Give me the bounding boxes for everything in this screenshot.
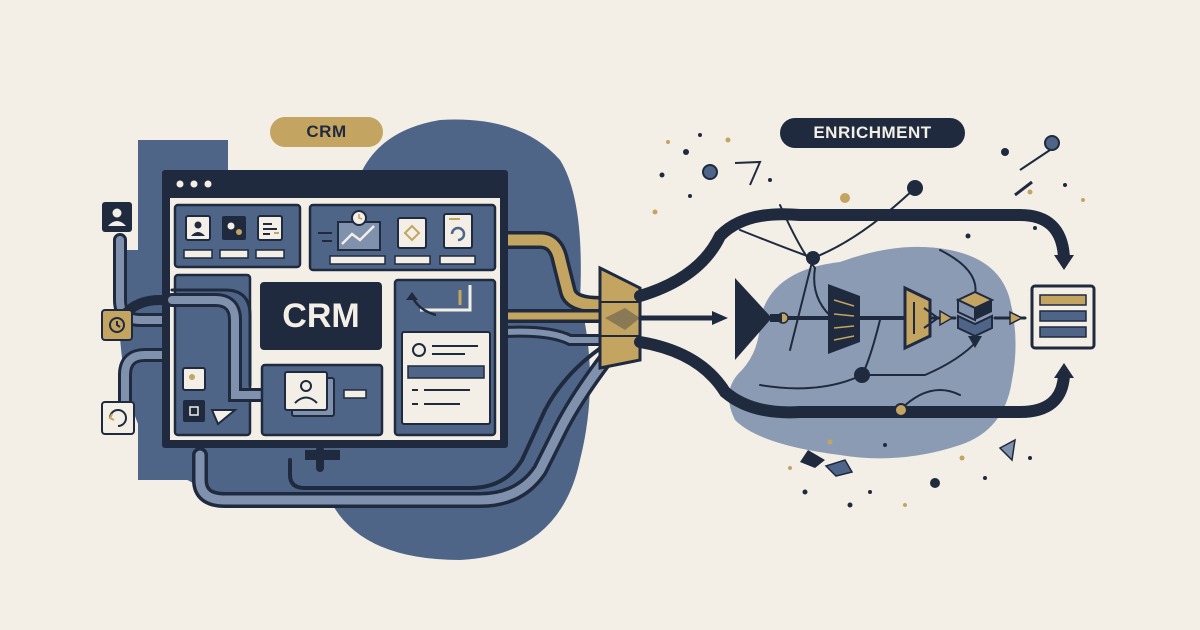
lower-pipes — [192, 343, 613, 508]
crm-tag: CRM — [270, 117, 383, 147]
clock-icon — [101, 309, 133, 341]
output-list-icon — [1030, 284, 1096, 350]
funnel-icon — [735, 278, 782, 360]
stack-cube-icon — [955, 290, 995, 338]
records-panel — [393, 278, 497, 437]
pipe-arrowheads — [712, 255, 1074, 378]
filter-icon — [903, 285, 940, 351]
contact-card-icon — [284, 371, 335, 417]
window-dot-3 — [204, 180, 212, 188]
refresh-icon — [101, 401, 135, 435]
pipeline-nodes — [777, 180, 923, 417]
merge-valve-icon — [598, 265, 642, 370]
profile-panel — [260, 363, 384, 437]
enrichment-tag: ENRICHMENT — [780, 118, 965, 148]
window-dot-1 — [176, 180, 184, 188]
workflow-panel — [165, 273, 278, 437]
document-icon — [257, 215, 283, 241]
filter-icon — [828, 284, 860, 354]
window-dot-2 — [190, 180, 198, 188]
right-blue-blob — [728, 246, 1016, 459]
enrichment-pipes — [634, 187, 1070, 419]
crm-center-label: CRM — [260, 282, 382, 350]
chart-icon — [337, 210, 381, 251]
user-icon — [102, 202, 132, 232]
contacts-panel — [173, 203, 302, 269]
window-to-valve-pipes — [491, 231, 613, 346]
document-icon — [397, 217, 427, 249]
contact-card-icon — [185, 215, 211, 241]
refresh-icon — [443, 213, 473, 249]
scatter-particles — [652, 133, 1085, 508]
settings-icon — [222, 216, 246, 240]
analytics-panel — [308, 203, 497, 272]
